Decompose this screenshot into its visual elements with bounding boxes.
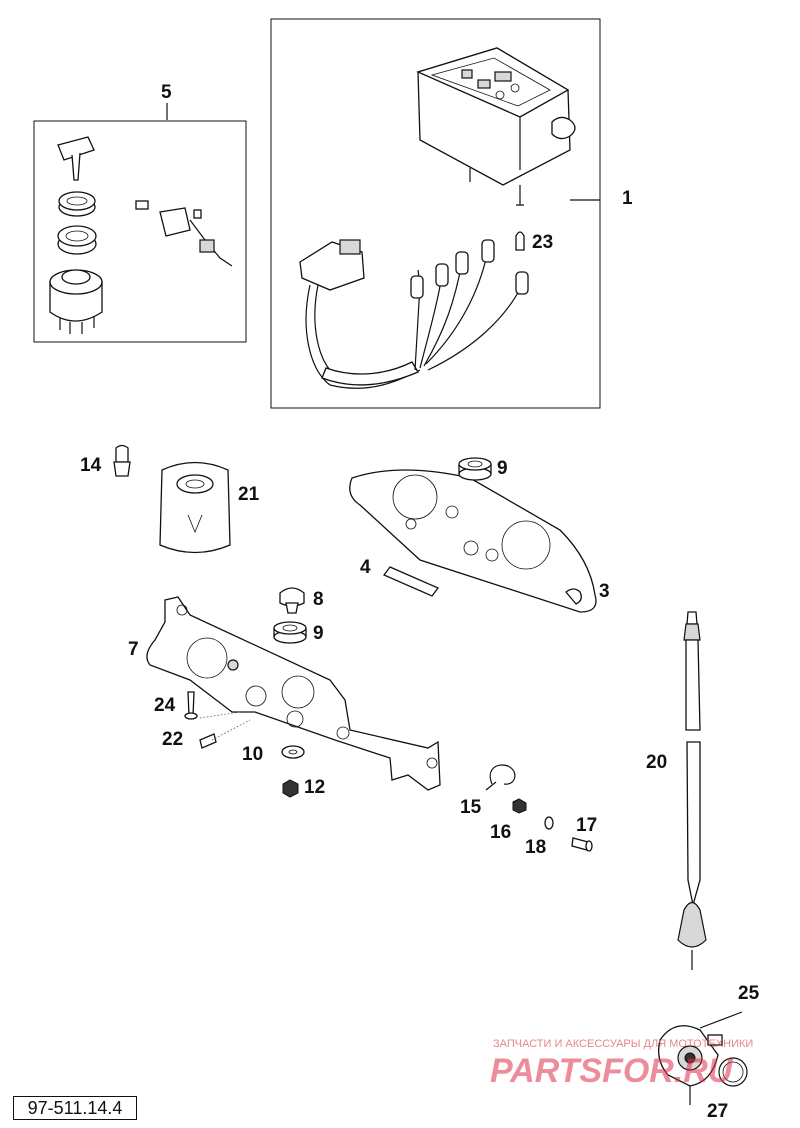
callouts: 1 3 4 5 7 8 9 9 10 12 14 15 16 17 18 20 … bbox=[80, 82, 760, 1122]
instrument-holder-bracket bbox=[146, 596, 441, 791]
speedometer-cable bbox=[677, 611, 707, 970]
circlip-ring bbox=[718, 1057, 748, 1087]
ignition-switch-body bbox=[49, 269, 103, 334]
ignition-rings bbox=[57, 191, 97, 255]
nut bbox=[282, 779, 299, 798]
washer bbox=[281, 745, 305, 759]
callout-4: 4 bbox=[360, 557, 371, 578]
watermark-top-text: ЗАПЧАСТИ И АКСЕССУАРЫ ДЛЯ МОТОТЕХНИКИ bbox=[493, 1038, 753, 1050]
wiring-harness bbox=[299, 239, 529, 389]
callout-16: 16 bbox=[490, 822, 511, 843]
reference-code: 97-511.14.4 bbox=[13, 1096, 137, 1120]
callout-17: 17 bbox=[576, 815, 597, 836]
callout-15: 15 bbox=[460, 797, 482, 818]
callout-10: 10 bbox=[242, 744, 263, 765]
bulb bbox=[515, 231, 525, 251]
speedometer-housing bbox=[416, 47, 576, 206]
group-box-ignition-switch bbox=[33, 103, 247, 343]
callout-8: 8 bbox=[313, 589, 324, 610]
leader-lines bbox=[199, 711, 251, 741]
screw bbox=[184, 691, 198, 720]
washer-small bbox=[544, 816, 554, 830]
switch-cable-plug bbox=[135, 200, 233, 267]
callout-18: 18 bbox=[525, 837, 546, 858]
callout-20: 20 bbox=[646, 752, 667, 773]
instrument-support-plate bbox=[349, 469, 597, 613]
callout-5: 5 bbox=[161, 82, 172, 103]
grommet-lower bbox=[273, 621, 307, 644]
indicator-cap bbox=[159, 461, 231, 554]
callout-23: 23 bbox=[532, 232, 553, 253]
callout-7: 7 bbox=[128, 639, 139, 660]
speedometer-drive bbox=[657, 1011, 743, 1105]
callout-24: 24 bbox=[154, 695, 176, 716]
callout-9b: 9 bbox=[313, 623, 324, 644]
watermark-logo: PARTSFOR.RU bbox=[490, 1052, 734, 1090]
nut-small bbox=[512, 798, 527, 814]
callout-27: 27 bbox=[707, 1101, 728, 1122]
callout-1: 1 bbox=[622, 188, 633, 209]
rubber-buffer bbox=[279, 587, 305, 614]
watermark: ЗАПЧАСТИ И АКСЕССУАРЫ ДЛЯ МОТОТЕХНИКИ PA… bbox=[490, 1038, 753, 1090]
rubber-plug bbox=[113, 444, 131, 477]
grommet-upper bbox=[458, 457, 492, 481]
callout-12: 12 bbox=[304, 777, 325, 798]
callout-22: 22 bbox=[162, 729, 183, 750]
bolt bbox=[199, 733, 217, 749]
hose-clip bbox=[485, 764, 516, 791]
callout-21: 21 bbox=[238, 484, 260, 505]
ignition-key bbox=[57, 136, 95, 181]
callout-25: 25 bbox=[738, 983, 760, 1004]
callout-9a: 9 bbox=[497, 458, 508, 479]
callout-3: 3 bbox=[599, 581, 610, 602]
group-box-instrument-cluster bbox=[270, 18, 601, 409]
callout-14: 14 bbox=[80, 455, 102, 476]
rubber-strip bbox=[382, 566, 440, 597]
screw-small bbox=[571, 837, 593, 852]
